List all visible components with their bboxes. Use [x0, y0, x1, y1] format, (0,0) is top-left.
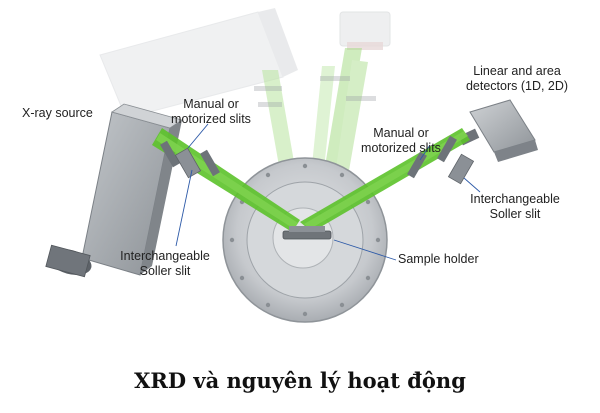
- soller-right-label: Interchangeable Soller slit: [460, 192, 570, 222]
- left-manual-slits: [160, 140, 220, 177]
- faded-xray-source: [99, 8, 298, 119]
- goniometer: [222, 157, 388, 323]
- soller-left-line2: Soller slit: [139, 264, 191, 278]
- manual-slits-right-label: Manual or motorized slits: [346, 126, 456, 156]
- manual-slits-left-line2: motorized slits: [171, 112, 251, 126]
- manual-slits-right-line2: motorized slits: [361, 141, 441, 155]
- soller-left-label: Interchangeable Soller slit: [110, 249, 220, 279]
- left-soller-slit: [174, 147, 202, 179]
- diffracted-beam: [300, 128, 470, 232]
- sample-holder-label: Sample holder: [398, 252, 479, 266]
- soller-right-line2: Soller slit: [489, 207, 541, 221]
- manual-slits-right-line1: Manual or: [373, 126, 429, 140]
- detector: [458, 99, 538, 162]
- detectors-line1: Linear and area: [473, 64, 561, 78]
- leader-lines: [175, 123, 481, 261]
- detectors-label: Linear and area detectors (1D, 2D): [452, 64, 582, 94]
- sample-holder: [282, 226, 332, 240]
- manual-slits-left-label: Manual or motorized slits: [156, 97, 266, 127]
- faded-slits: [254, 76, 376, 107]
- soller-right-line1: Interchangeable: [470, 192, 560, 206]
- soller-left-line1: Interchangeable: [120, 249, 210, 263]
- faded-detector: [339, 11, 391, 50]
- right-soller-slit: [447, 153, 475, 185]
- right-manual-slits: [407, 135, 457, 179]
- xray-source-label: X-ray source: [22, 106, 93, 120]
- manual-slits-left-line1: Manual or: [183, 97, 239, 111]
- detectors-line2: detectors (1D, 2D): [465, 79, 569, 93]
- caption: XRD và nguyên lý hoạt động: [134, 368, 466, 393]
